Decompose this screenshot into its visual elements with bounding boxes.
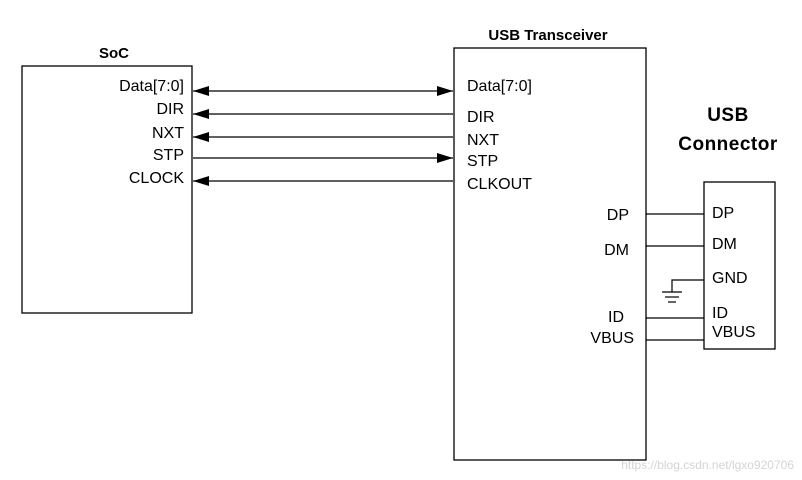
watermark: https://blog.csdn.net/lgxo920706 [621, 458, 794, 472]
arrowhead-left [193, 109, 209, 119]
connector-pin-vbus: VBUS [712, 324, 756, 341]
connector-block: USB Connector DP DM GND ID VBUS [678, 105, 778, 350]
connector-box [703, 181, 776, 350]
transceiver-pin-clkout: CLKOUT [467, 176, 532, 193]
transceiver-pin-dp: DP [607, 207, 629, 224]
transceiver-pin-nxt: NXT [467, 132, 499, 149]
soc-pin-stp: STP [153, 147, 184, 164]
nxt-wire [193, 132, 453, 142]
clock-wire [193, 176, 453, 186]
connector-title-line2: Connector [678, 134, 778, 155]
soc-pin-clock: CLOCK [129, 170, 184, 187]
transceiver-pin-vbus: VBUS [590, 330, 634, 347]
transceiver-block: USB Transceiver Data[7:0] DIR NXT STP CL… [453, 27, 647, 461]
soc-pin-dir: DIR [156, 101, 184, 118]
soc-title: SoC [99, 45, 129, 62]
transceiver-connector-wires [646, 213, 704, 341]
connector-pin-dp: DP [712, 205, 734, 222]
connector-pin-id: ID [712, 305, 728, 322]
transceiver-pin-dm: DM [604, 242, 629, 259]
dir-wire [193, 109, 453, 119]
transceiver-pin-stp: STP [467, 153, 498, 170]
soc-transceiver-wires [193, 86, 453, 186]
arrowhead-right [437, 153, 453, 163]
transceiver-pin-data: Data[7:0] [467, 78, 532, 95]
transceiver-pin-dir: DIR [467, 109, 495, 126]
transceiver-title: USB Transceiver [488, 27, 607, 44]
stp-wire [193, 153, 453, 163]
connector-pin-gnd: GND [712, 270, 748, 287]
arrowhead-left [193, 176, 209, 186]
arrowhead-left [193, 132, 209, 142]
arrowhead-right [437, 86, 453, 96]
arrowhead-left [193, 86, 209, 96]
soc-box [21, 65, 193, 314]
ground-symbol-icon [662, 279, 704, 303]
transceiver-pin-id: ID [608, 309, 624, 326]
transceiver-box [453, 47, 647, 461]
soc-pin-nxt: NXT [152, 125, 184, 142]
connector-pin-dm: DM [712, 236, 737, 253]
soc-pin-data: Data[7:0] [119, 78, 184, 95]
connector-title-line1: USB [707, 105, 749, 126]
data-bus-wire [193, 86, 453, 96]
soc-block: SoC Data[7:0] DIR NXT STP CLOCK [21, 45, 193, 314]
